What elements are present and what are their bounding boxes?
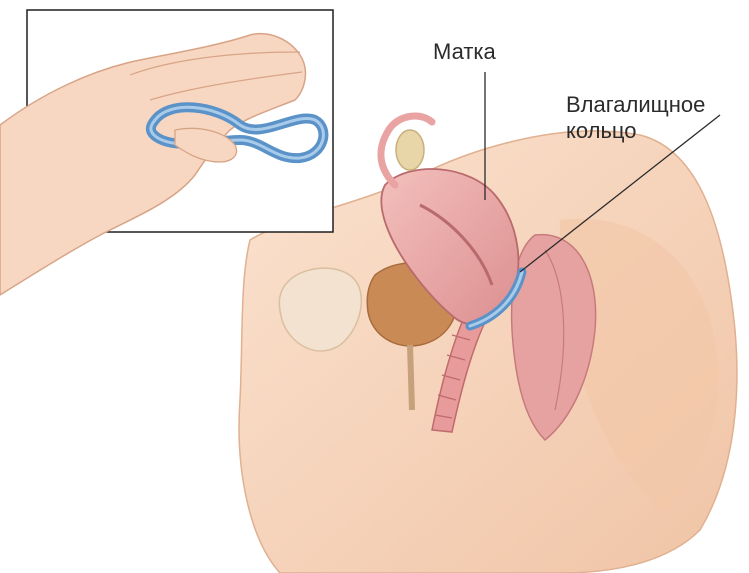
ovary: [396, 130, 424, 170]
vaginal-ring-label-line1: Влагалищное: [566, 93, 705, 117]
uterus-label: Матка: [433, 40, 496, 64]
vaginal-ring-label-line2: кольцо: [566, 119, 637, 143]
